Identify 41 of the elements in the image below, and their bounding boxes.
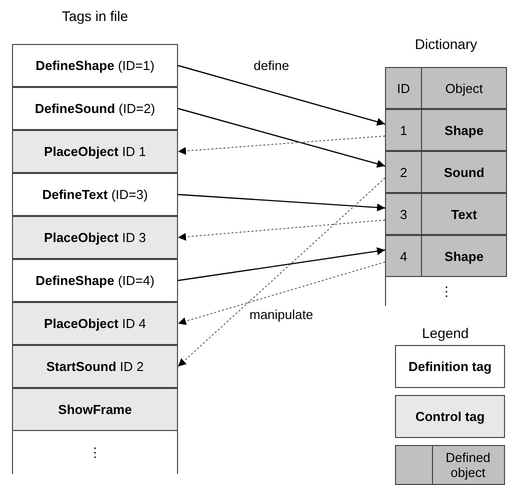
tag-row: DefineSound (ID=2) bbox=[12, 87, 178, 130]
tag-row: DefineShape (ID=1) bbox=[12, 44, 178, 87]
table-row bbox=[385, 235, 507, 277]
edge-label: define bbox=[252, 58, 292, 73]
object-cell-text: Shape bbox=[444, 248, 485, 266]
tag-row: PlaceObject ID 4 bbox=[12, 302, 178, 345]
arrow bbox=[178, 108, 386, 168]
arrow bbox=[178, 247, 386, 282]
object-cell-text: Text bbox=[450, 206, 478, 224]
tag-row: StartSound ID 2 bbox=[12, 345, 178, 388]
legend-key: Control tag bbox=[395, 395, 505, 438]
arrow bbox=[178, 64, 386, 126]
tag-row: PlaceObject ID 3 bbox=[12, 216, 178, 259]
table-row bbox=[385, 109, 507, 151]
object-cell-text: Shape bbox=[444, 122, 485, 140]
dotted-arrow bbox=[178, 220, 386, 241]
table-row bbox=[385, 67, 507, 109]
dotted-arrow bbox=[178, 262, 386, 326]
table-row bbox=[385, 151, 507, 193]
table-title: Tags in file bbox=[60, 8, 130, 24]
dotted-arrow bbox=[178, 178, 386, 367]
tag-row: PlaceObject ID 1 bbox=[12, 130, 178, 173]
table-title: Dictionary bbox=[414, 36, 478, 52]
object-cell-text: Sound bbox=[442, 164, 486, 182]
tag-row: ShowFrame bbox=[12, 388, 178, 431]
legend-key: Defined object bbox=[395, 445, 505, 485]
legend-title: Legend bbox=[420, 325, 471, 341]
tag-row: DefineShape (ID=4) bbox=[12, 259, 178, 302]
table-row bbox=[385, 193, 507, 235]
object-cell-text: Object bbox=[444, 80, 484, 98]
id-cell: 4 bbox=[386, 236, 422, 276]
tag-row: DefineText (ID=3) bbox=[12, 173, 178, 216]
arrow bbox=[178, 194, 386, 212]
id-cell: 3 bbox=[386, 194, 422, 234]
id-cell: ID bbox=[386, 68, 422, 108]
ellipsis-row: ⋮ bbox=[12, 431, 178, 474]
id-cell: 2 bbox=[386, 152, 422, 192]
edge-label: manipulate bbox=[248, 306, 316, 322]
legend-key: Definition tag bbox=[395, 345, 505, 388]
dotted-arrow bbox=[178, 136, 386, 155]
id-cell: 1 bbox=[386, 110, 422, 150]
